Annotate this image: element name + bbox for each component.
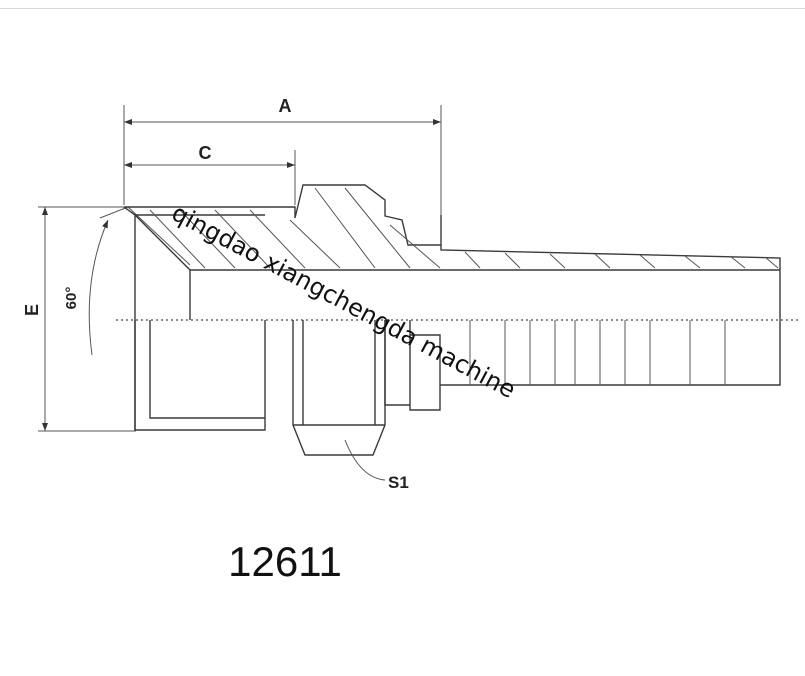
dimension-a-label: A (279, 96, 292, 116)
watermark: qingdao xiangchengda machine (167, 199, 520, 404)
angle-dimension: 60° (63, 206, 191, 356)
fitting-body (116, 184, 800, 481)
part-number: 12611 (228, 538, 342, 585)
dimension-c-label: C (199, 143, 212, 163)
hex-size-label: S1 (388, 473, 409, 492)
dimension-e-label: E (22, 304, 42, 316)
dimension-e: E (22, 206, 136, 432)
dimension-a: A (123, 96, 442, 215)
top-divider (0, 8, 805, 9)
angle-label: 60° (63, 287, 80, 310)
dimension-c: C (124, 143, 296, 205)
